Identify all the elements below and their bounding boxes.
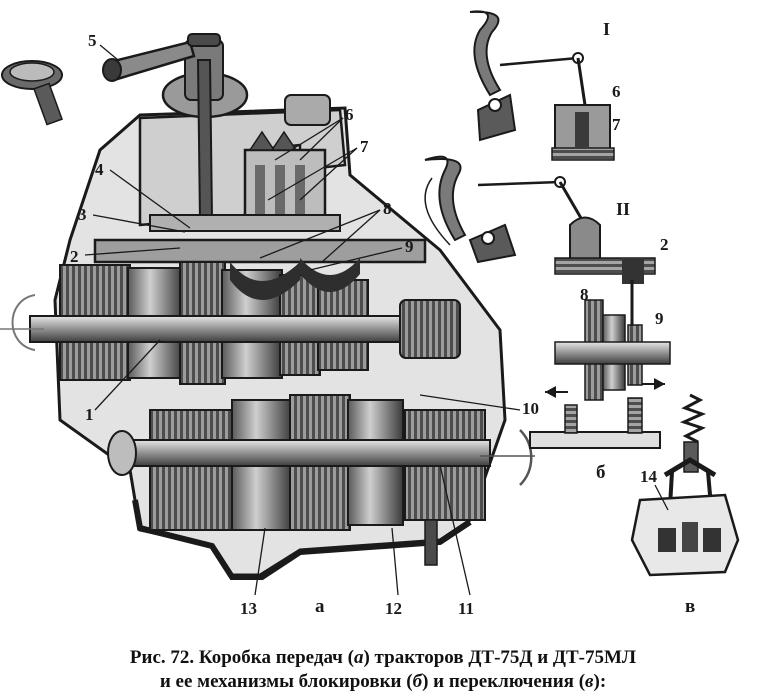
label-section-v: в bbox=[685, 596, 695, 617]
rotation-arrow-left bbox=[11, 294, 36, 351]
gearbox-main-view: 5 4 3 2 6 7 8 9 1 10 13 12 11 а bbox=[0, 31, 539, 618]
label-part-11: 11 bbox=[458, 599, 474, 618]
gear-lever-state-1 bbox=[469, 10, 502, 97]
label-part-13: 13 bbox=[240, 599, 257, 618]
shift-lever bbox=[196, 59, 214, 224]
label-shift-part-14: 14 bbox=[640, 467, 658, 486]
label-part-2: 2 bbox=[70, 247, 79, 266]
label-lock-part-8: 8 bbox=[580, 285, 589, 304]
label-part-9: 9 bbox=[405, 237, 414, 256]
secondary-shaft bbox=[114, 439, 491, 467]
rotation-arrow-right bbox=[519, 429, 533, 486]
pinion-icon bbox=[1, 60, 63, 126]
label-lock-part-2: 2 bbox=[660, 235, 669, 254]
shift-lever-handle bbox=[108, 40, 196, 82]
label-lock-part-9: 9 bbox=[655, 309, 664, 328]
shift-fork bbox=[230, 262, 300, 300]
shift-spring bbox=[679, 393, 707, 444]
gear-lever-state-2 bbox=[424, 155, 467, 242]
leader-lines bbox=[84, 44, 521, 596]
locking-mechanism-view: I II 6 7 2 8 9 б bbox=[424, 10, 671, 483]
gearbox-illustration: 5 4 3 2 6 7 8 9 1 10 13 12 11 а bbox=[0, 10, 740, 618]
label-part-6: 6 bbox=[345, 105, 354, 124]
label-section-a: а bbox=[315, 596, 325, 617]
label-section-b: б bbox=[596, 462, 606, 483]
label-part-10: 10 bbox=[522, 399, 539, 418]
label-part-7: 7 bbox=[360, 137, 369, 156]
caption-line-2: и ее механизмы блокировки (б) и переключ… bbox=[159, 671, 607, 692]
shift-mechanism-view: 14 в bbox=[630, 393, 740, 617]
caption-line-1: Рис. 72. Коробка передач (а) тракторов Д… bbox=[129, 647, 637, 668]
label-part-3: 3 bbox=[78, 205, 87, 224]
label-part-5: 5 bbox=[88, 31, 97, 50]
label-lock-part-7: 7 bbox=[612, 115, 621, 134]
label-part-12: 12 bbox=[385, 599, 402, 618]
rotation-arrow-lock bbox=[424, 177, 451, 246]
label-part-4: 4 bbox=[95, 160, 104, 179]
fork-rods bbox=[149, 214, 341, 232]
label-part-1: 1 bbox=[85, 405, 94, 424]
primary-shaft bbox=[29, 315, 461, 343]
label-part-8: 8 bbox=[383, 199, 392, 218]
label-lock-part-6: 6 bbox=[612, 82, 621, 101]
label-state-2: II bbox=[616, 199, 630, 219]
label-state-1: I bbox=[603, 19, 610, 39]
figure-caption: Рис. 72. Коробка передач (а) тракторов Д… bbox=[0, 646, 766, 694]
